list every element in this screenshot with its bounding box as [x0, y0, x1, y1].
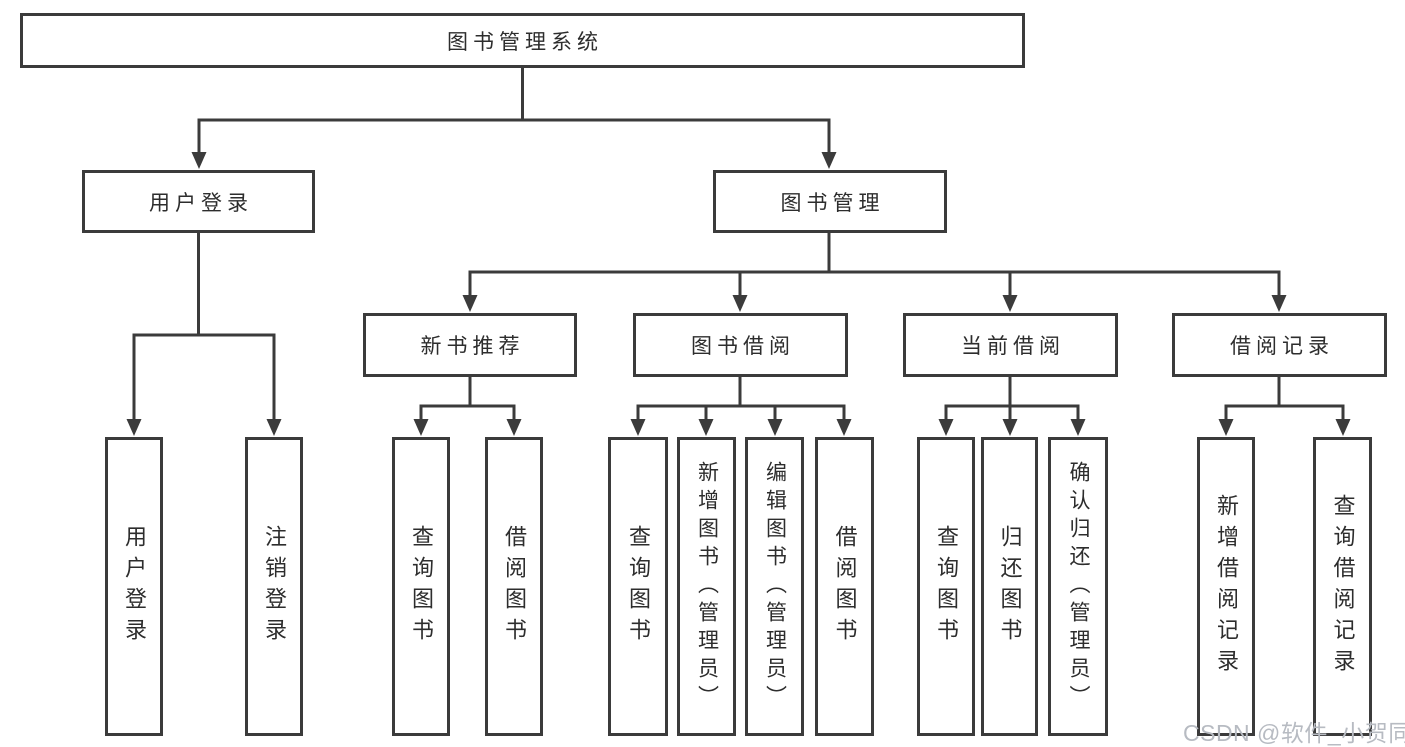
node-label: 借阅图书: [502, 524, 527, 649]
node-label: 归还图书: [997, 524, 1023, 649]
node-label: 查询图书: [934, 524, 959, 649]
node-label: 用户登录: [149, 191, 253, 215]
node-label: 查询借阅记录: [1330, 493, 1356, 680]
node-label: 确认归还（管理员）: [1067, 460, 1090, 713]
leaf-add-borrow-record: 新增借阅记录: [1197, 437, 1255, 736]
node-label: 新增图书（管理员）: [695, 460, 719, 713]
leaf-search-books-recommend: 查询图书: [392, 437, 450, 736]
node-label: 新增借阅记录: [1214, 493, 1239, 680]
leaf-add-books-admin: 新增图书（管理员）: [677, 437, 736, 736]
node-label: 当前借阅: [961, 335, 1065, 358]
node-borrowing-records: 借阅记录: [1172, 313, 1387, 377]
node-book-management: 图书管理: [713, 170, 947, 233]
node-current-borrowing: 当前借阅: [903, 313, 1118, 377]
node-label: 编辑图书（管理员）: [763, 460, 787, 713]
node-label: 借阅图书: [832, 524, 858, 649]
leaf-edit-books-admin: 编辑图书（管理员）: [745, 437, 804, 736]
node-label: 用户登录: [122, 524, 147, 649]
leaf-search-books-current: 查询图书: [917, 437, 975, 736]
node-label: 注销登录: [262, 524, 287, 649]
leaf-search-books-borrowing: 查询图书: [608, 437, 668, 736]
node-label: 查询图书: [409, 524, 434, 649]
node-book-borrowing: 图书借阅: [633, 313, 848, 377]
node-new-book-recommendation: 新书推荐: [363, 313, 577, 377]
node-label: 新书推荐: [420, 335, 525, 358]
leaf-borrow-books-recommend: 借阅图书: [485, 437, 543, 736]
node-label: 借阅记录: [1230, 335, 1334, 358]
node-user-login: 用户登录: [82, 170, 315, 233]
node-label: 图书管理系统: [447, 30, 603, 54]
node-library-system: 图书管理系统: [20, 13, 1025, 68]
leaf-search-borrow-record: 查询借阅记录: [1313, 437, 1372, 736]
leaf-borrow-books-borrowing: 借阅图书: [815, 437, 874, 736]
node-label: 图书管理: [780, 191, 885, 215]
leaf-confirm-return-admin: 确认归还（管理员）: [1048, 437, 1108, 736]
csdn-watermark: CSDN @软件_小贺同学: [1183, 720, 1405, 746]
leaf-user-login: 用户登录: [105, 437, 163, 736]
leaf-logout-login: 注销登录: [245, 437, 303, 736]
node-label: 查询图书: [626, 524, 651, 649]
node-label: 图书借阅: [691, 335, 795, 358]
leaf-return-books: 归还图书: [981, 437, 1038, 736]
